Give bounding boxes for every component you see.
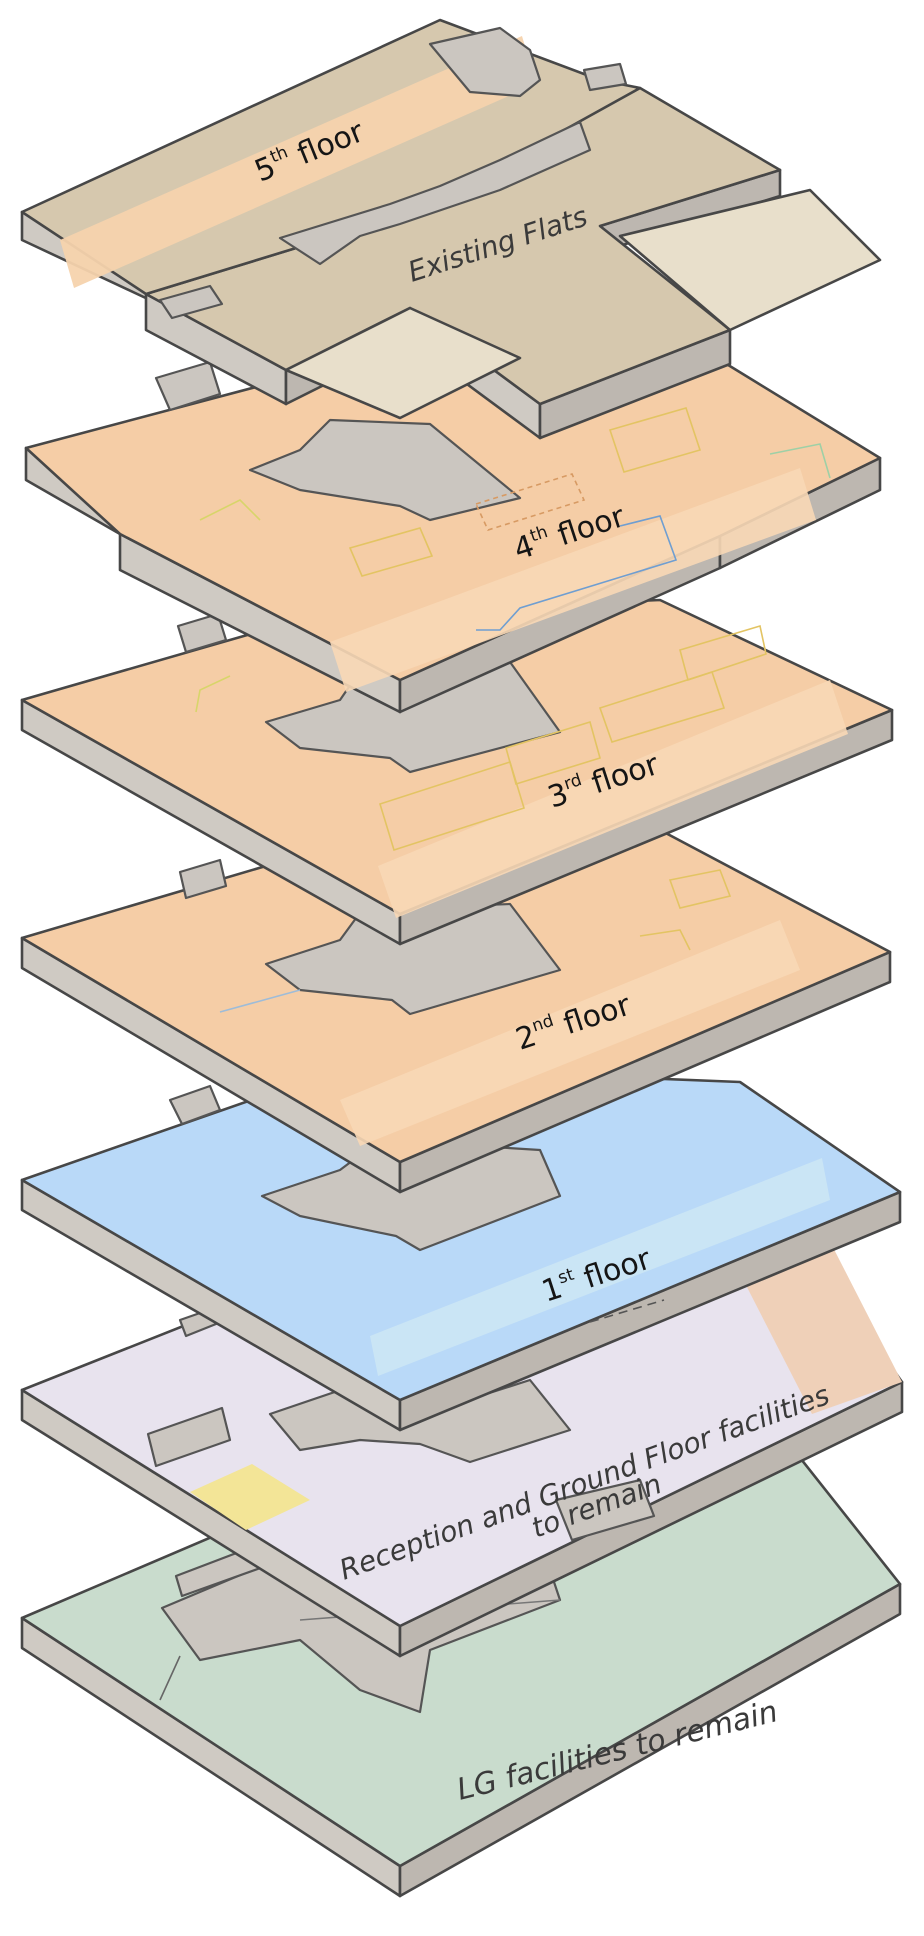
fourth-floor-core [248,418,522,522]
fifth-floor-core [278,120,592,266]
third-floor-label-band [378,680,848,918]
second-floor-label-band [340,920,800,1146]
fourth-floor-slab [24,348,882,714]
fifth-floor-slab [20,18,882,440]
ground-floor-yellow-zone [190,1464,310,1530]
fifth-floor-label-band [60,36,536,288]
first-floor-slab [20,1068,902,1432]
existing-flats-light-wing [618,188,882,332]
second-floor-slab [20,828,892,1194]
second-floor-core [264,902,562,1016]
fourth-floor-dashed-room [474,473,586,531]
existing-flats-light-court [284,306,522,420]
fourth-floor-label-band [330,468,816,692]
third-floor-slab [20,598,894,946]
first-floor-label-band [370,1158,830,1376]
